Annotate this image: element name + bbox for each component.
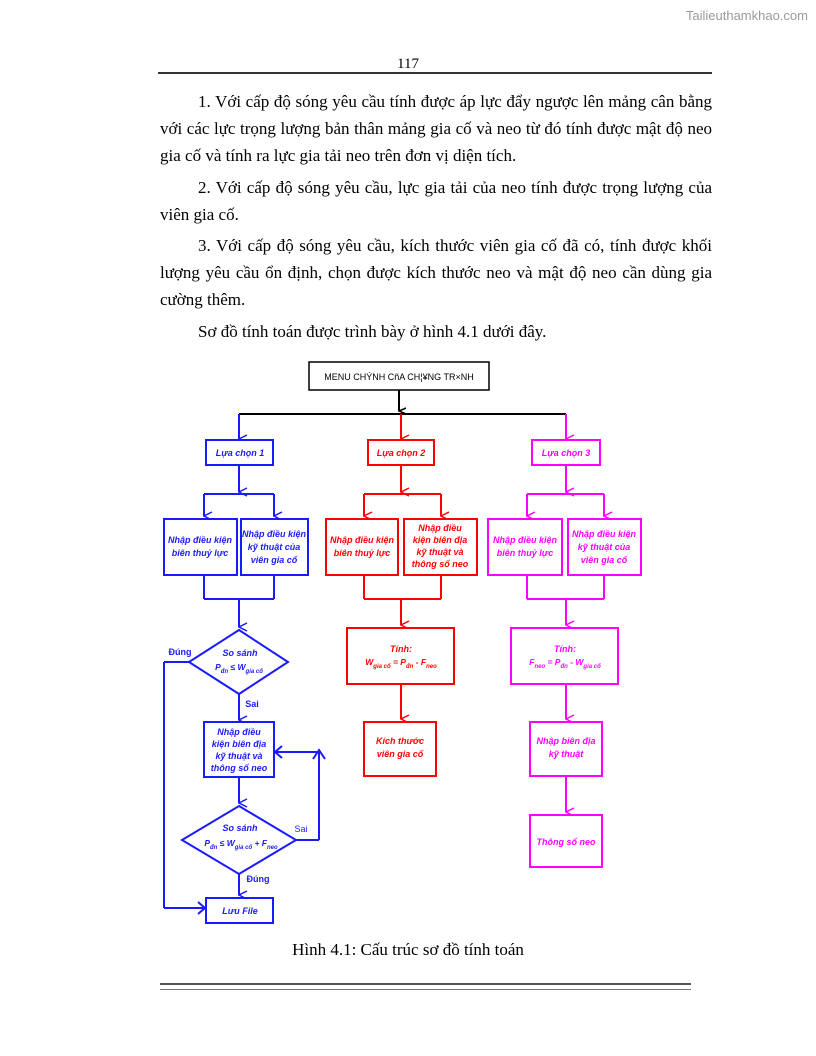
paragraph-4: Sơ đồ tính toán được trình bày ở hình 4.…: [198, 322, 547, 341]
input-hydro-3-line1: Nhập điều kiện: [493, 535, 558, 545]
input-hydro-2-line2: biên thuỷ lực: [334, 548, 390, 558]
branch-drops: [238, 414, 566, 439]
save-file-label: Lưu File: [222, 906, 257, 916]
input-hydro-1-line1: Nhập điều kiện: [168, 535, 233, 545]
result-2-box: [363, 721, 437, 777]
label-dung-1: Đúng: [169, 647, 192, 657]
input-hydro-3-line2: biên thuỷ lực: [497, 548, 553, 558]
flowchart-figure: MENU CHÝNH CñA CH¦¥NG TR×NH: [150, 356, 650, 936]
input-tech-1-line3: viên gia cố: [251, 555, 298, 565]
input-geo-anchor-2-line3: kỹ thuật và: [416, 547, 463, 557]
input-tech-3-line3: viên gia cố: [581, 555, 628, 565]
branch-2: [325, 439, 478, 777]
input-geo-anchor-1-line2: kiện biên địa: [212, 739, 267, 749]
choice-3-box: [531, 439, 601, 466]
calc-2-formula: Wgia cố = Pđn - Fneo: [365, 657, 437, 670]
input-geo-anchor-1-line3: kỹ thuật và: [215, 751, 262, 761]
input-geo-anchor-2-line1: Nhập điều: [418, 523, 462, 533]
input-geo-anchor-1-line1: Nhập điều: [217, 727, 261, 737]
choice-1-label: Lựa chọn 1: [216, 448, 264, 458]
figure-caption: Hình 4.1: Cấu trúc sơ đồ tính toán: [292, 940, 524, 959]
input-hydro-box-1: [163, 518, 238, 576]
result-2-line1: Kích thước: [376, 736, 424, 746]
input-geo-3-line1: Nhập biên địa: [536, 736, 595, 746]
choice-2-label: Lựa chọn 2: [377, 448, 425, 458]
result-3-box: [529, 814, 603, 868]
header-rule: [158, 72, 712, 74]
input-geo-anchor-box-1: [203, 721, 275, 778]
choice-2-box: [367, 439, 435, 466]
flowchart-diagram: MENU CHÝNH CñA CH¦¥NG TR×NH: [163, 361, 642, 924]
menu-label: MENU CHÝNH CñA CH¦¥NG TR×NH: [324, 372, 473, 382]
main-connectors: [239, 390, 566, 415]
branch-3-text: Lựa chọn 3 Nhập điều kiện biên thuỷ lực …: [493, 448, 637, 847]
calc-3-box: [510, 627, 619, 685]
calc-3-formula: Fneo = Pđn - Wgia cố: [529, 657, 601, 670]
input-geo-anchor-2-line2: kiện biên địa: [413, 535, 468, 545]
watermark: Tailieuthamkhao.com: [685, 8, 808, 23]
calc-3-title: Tính:: [554, 644, 576, 654]
paragraph-3: 3. Với cấp độ sóng yêu cầu, kích thước v…: [160, 236, 712, 309]
choice-3-label: Lựa chọn 3: [542, 448, 590, 458]
compare-2-expression: Pđn ≤ Wgia cố + Fneo: [204, 838, 278, 851]
menu-box: [308, 361, 490, 391]
input-tech-3-line2: kỹ thuật của: [578, 542, 631, 552]
input-hydro-1-line2: biên thuỷ lực: [172, 548, 228, 558]
input-geo-anchor-1-line4: thông số neo: [211, 763, 268, 773]
paragraph-2: 2. Với cấp độ sóng yêu cầu, lực gia tải …: [160, 178, 712, 224]
paragraph-1: 1. Với cấp độ sóng yêu cầu tính được áp …: [160, 92, 712, 165]
footer-rule-thick: [160, 983, 691, 985]
compare-2-title: So sánh: [222, 823, 258, 833]
input-geo-3-line2: kỹ thuật: [549, 749, 585, 759]
input-hydro-2-line1: Nhập điều kiện: [330, 535, 395, 545]
input-tech-1-line2: kỹ thuật của: [248, 542, 301, 552]
compare-2-diamond: [180, 804, 298, 876]
page-number: 117: [397, 56, 419, 72]
label-dung-2: Đúng: [247, 874, 270, 884]
branch-1-text: Lựa chọn 1 Nhập điều kiện biên thuỷ lực …: [168, 448, 308, 916]
input-tech-3-line1: Nhập điều kiện: [572, 529, 637, 539]
calc-2-box: [346, 627, 455, 685]
branch-1: [163, 439, 326, 924]
branch-2-text: Lựa chọn 2 Nhập điều kiện biên thuỷ lực …: [330, 448, 469, 759]
branch-3: [487, 439, 642, 868]
input-geo-anchor-box-2: [403, 518, 478, 576]
compare-1-expression: Pđn ≤ Wgia cố: [215, 662, 263, 675]
result-2-line2: viên gia cố: [377, 749, 424, 759]
footer-rule-thin: [160, 989, 691, 990]
input-hydro-box-2: [325, 518, 399, 576]
label-sai-1: Sai: [245, 699, 259, 709]
save-file-box: [205, 897, 274, 924]
input-hydro-box-3: [487, 518, 563, 576]
label-sai-2: Sai: [294, 824, 307, 834]
result-3-label: Thông số neo: [537, 837, 596, 847]
input-geo-anchor-2-line4: thông số neo: [412, 559, 469, 569]
compare-1-title: So sánh: [222, 648, 258, 658]
calc-2-title: Tính:: [390, 644, 412, 654]
input-tech-1-line1: Nhập điều kiện: [242, 529, 307, 539]
